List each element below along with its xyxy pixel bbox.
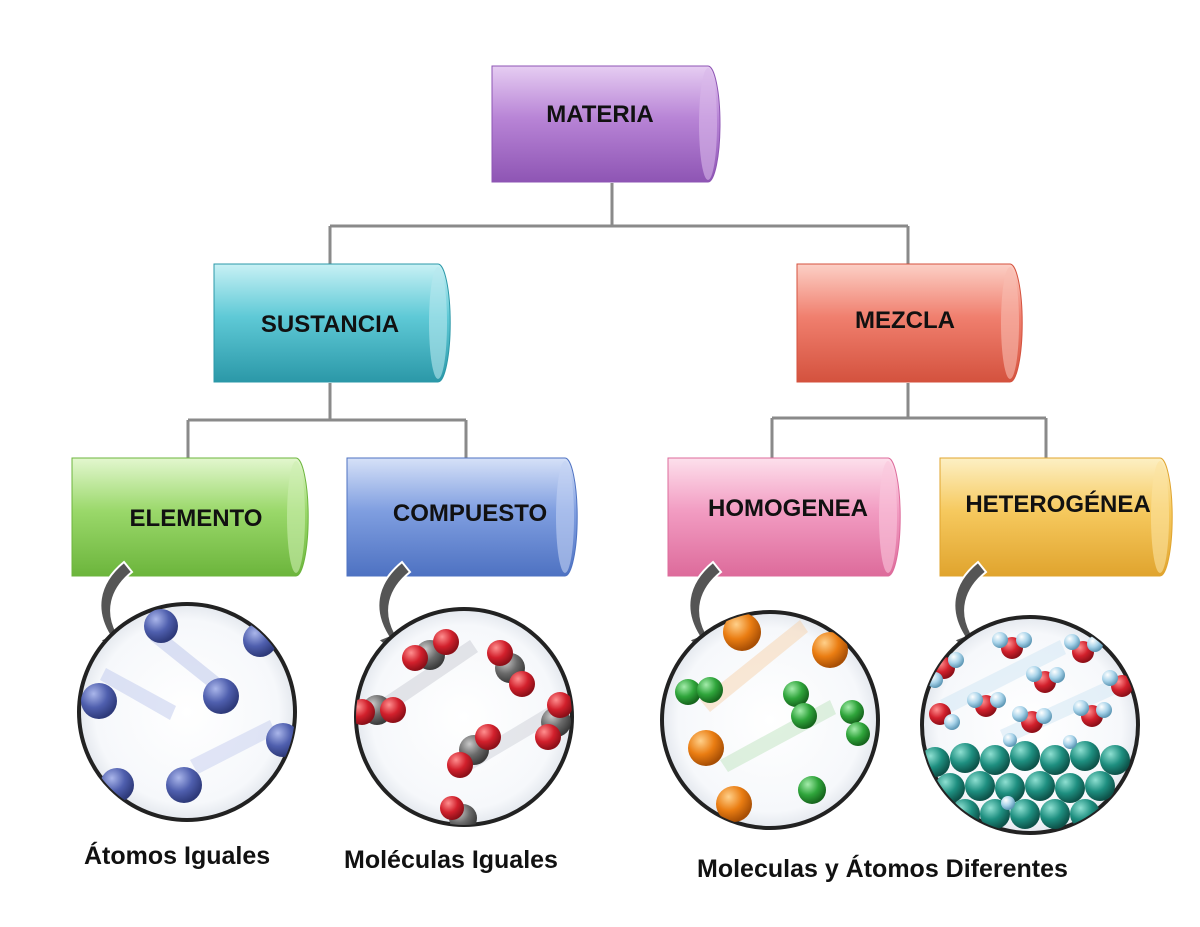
molecule <box>487 640 535 697</box>
particle-green <box>697 677 723 703</box>
molecule <box>356 695 406 725</box>
particle-green <box>783 681 809 707</box>
particle-green <box>791 703 817 729</box>
node-materia-label: MATERIA <box>546 101 654 128</box>
particle-orange <box>716 786 752 822</box>
water-molecule <box>967 692 1006 717</box>
node-mezcla: MEZCLA <box>796 263 1023 383</box>
particle-orange <box>723 613 761 651</box>
molecule <box>535 692 572 750</box>
node-materia: MATERIA <box>491 65 721 183</box>
atom <box>203 678 239 714</box>
particle-green <box>798 776 826 804</box>
particle-orange <box>688 730 724 766</box>
solid-layer <box>922 733 1130 829</box>
caption-moleculas-iguales: Moléculas Iguales <box>344 846 558 874</box>
particle-green <box>846 722 870 746</box>
node-elemento-label: ELEMENTO <box>130 505 263 532</box>
particle-green <box>840 700 864 724</box>
circle-compuesto-molecules <box>354 607 574 827</box>
atom <box>243 623 277 657</box>
node-sustancia: SUSTANCIA <box>213 263 451 383</box>
water-molecule <box>1073 700 1112 727</box>
molecule <box>447 724 501 778</box>
water-molecule <box>1012 706 1052 733</box>
node-heterogenea: HETEROGÉNEA <box>939 457 1173 577</box>
particle-orange <box>812 632 848 668</box>
node-elemento: ELEMENTO <box>71 457 309 577</box>
water-molecule <box>1026 666 1065 693</box>
caption-atomos-iguales: Átomos Iguales <box>84 842 271 870</box>
molecule <box>440 796 477 825</box>
caption-moleculas-atomos-diferentes: Moleculas y Átomos Diferentes <box>697 855 1068 883</box>
water-molecule <box>1102 670 1133 697</box>
circle-homogenea-mixture <box>660 610 880 830</box>
water-molecule <box>992 632 1032 659</box>
atom <box>166 767 202 803</box>
node-mezcla-label: MEZCLA <box>855 307 955 334</box>
circle-heterogenea-mixture <box>920 615 1140 835</box>
molecule <box>402 629 459 671</box>
particle-green <box>675 679 701 705</box>
node-sustancia-label: SUSTANCIA <box>261 311 399 338</box>
circle-elemento-atoms <box>77 602 297 822</box>
atom <box>144 609 178 643</box>
node-heterogenea-label: HETEROGÉNEA <box>965 490 1150 518</box>
node-compuesto-label: COMPUESTO <box>393 500 547 527</box>
node-compuesto: COMPUESTO <box>346 457 578 577</box>
node-homogenea: HOMOGENEA <box>667 457 901 577</box>
water-molecule <box>929 703 960 730</box>
node-homogenea-label: HOMOGENEA <box>708 495 868 522</box>
atom <box>81 683 117 719</box>
connector-lines <box>186 183 1048 460</box>
